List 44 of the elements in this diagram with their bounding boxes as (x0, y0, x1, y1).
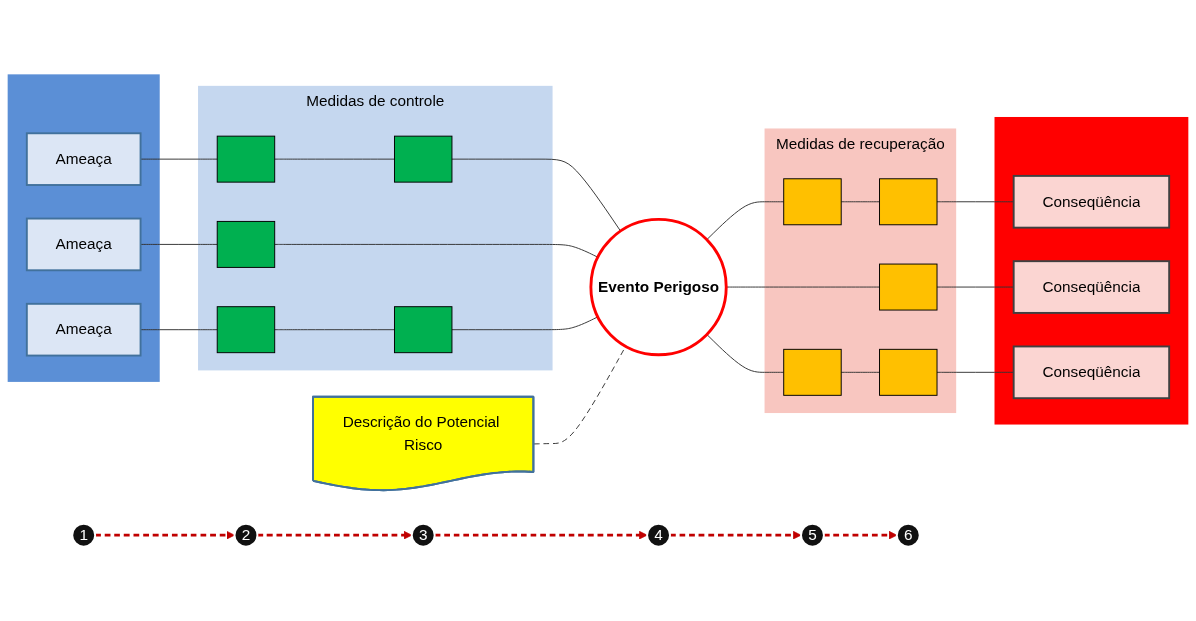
node-circle: 6 (895, 522, 921, 548)
node-bar (879, 263, 938, 311)
cluster: Medidas de recuperação (764, 128, 957, 414)
arrow (823, 530, 898, 540)
connector (140, 243, 218, 245)
node-circle: Evento Perigoso (589, 217, 728, 357)
connector (840, 371, 880, 373)
connector (706, 201, 785, 241)
connector (840, 201, 880, 203)
node-bar (216, 306, 276, 354)
node-circle: 3 (410, 522, 436, 548)
node-bar (879, 178, 938, 226)
node-box: Ameaça (25, 217, 142, 272)
connector (451, 158, 622, 232)
connector (274, 158, 395, 160)
node-circle: 1 (71, 522, 97, 548)
node-circle: 4 (646, 522, 671, 548)
node-circle: 2 (233, 522, 259, 548)
node-bar (783, 348, 842, 396)
node-bar (216, 135, 276, 183)
connector (274, 329, 395, 331)
node-box: Ameaça (25, 132, 142, 186)
connector (140, 329, 218, 331)
cluster (994, 117, 1189, 425)
connector (706, 334, 785, 373)
node-circle: 5 (800, 522, 825, 548)
node-bar (216, 220, 276, 268)
node-box: Ameaça (25, 302, 142, 357)
arrow (670, 530, 802, 540)
connector (140, 158, 218, 160)
node-bar (394, 135, 453, 183)
cluster (7, 74, 160, 382)
arrow (434, 530, 648, 540)
node-bar (783, 178, 842, 226)
arrow (95, 530, 235, 540)
node-box: Conseqüência (1012, 174, 1171, 229)
node-bar (879, 348, 938, 396)
node-box: Conseqüência (1012, 260, 1171, 314)
connector (274, 243, 599, 258)
connector (451, 316, 599, 331)
node-bar (394, 306, 453, 354)
node-box: Conseqüência (1012, 345, 1171, 400)
arrow (257, 530, 413, 540)
cluster: Medidas de controle (198, 85, 553, 371)
